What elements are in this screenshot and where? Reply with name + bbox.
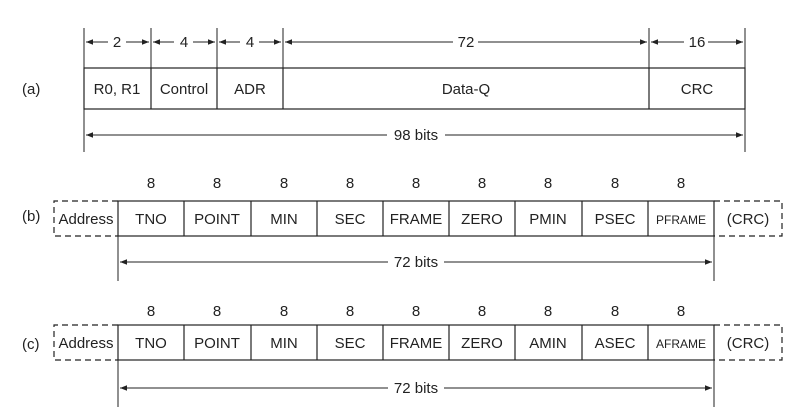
row-a: (a) 2 4 4 72 16 <box>22 28 746 152</box>
row-a-label: (a) <box>22 81 40 98</box>
field-crc: CRC <box>681 81 714 98</box>
row-c: (c) 8 8 8 8 8 8 8 8 8 Address <box>22 303 783 407</box>
row-b-boxes <box>117 200 715 237</box>
row-c-crc: (CRC) <box>727 335 770 352</box>
bits-min: 8 <box>280 303 288 320</box>
row-b-crc: (CRC) <box>727 211 770 228</box>
bits-zero: 8 <box>478 175 486 192</box>
width-adr: 4 <box>246 34 254 51</box>
field-min: MIN <box>270 211 298 228</box>
field-r0-r1: R0, R1 <box>94 81 141 98</box>
field-control: Control <box>160 81 208 98</box>
field-zero: ZERO <box>461 335 503 352</box>
field-tno: TNO <box>135 211 167 228</box>
row-b-address: Address <box>58 211 113 228</box>
width-crc: 16 <box>689 34 706 51</box>
bits-aframe: 8 <box>677 303 685 320</box>
width-r0r1: 2 <box>113 34 121 51</box>
row-a-boxes <box>83 67 746 110</box>
field-pframe: PFRAME <box>656 213 706 227</box>
row-a-total-arrow <box>83 109 746 152</box>
field-min: MIN <box>270 335 298 352</box>
row-a-widths: 2 4 4 72 16 <box>113 34 706 51</box>
bits-amin: 8 <box>544 303 552 320</box>
field-data-q: Data-Q <box>442 81 490 98</box>
row-a-ticks <box>83 28 746 68</box>
bits-pframe: 8 <box>677 175 685 192</box>
row-b-bit-widths: 8 8 8 8 8 8 8 8 8 <box>147 175 685 192</box>
row-c-fields: TNO POINT MIN SEC FRAME ZERO AMIN ASEC A… <box>135 335 706 352</box>
field-adr: ADR <box>234 81 266 98</box>
field-aframe: AFRAME <box>656 337 706 351</box>
bits-tno: 8 <box>147 303 155 320</box>
row-c-dashed-boxes <box>53 324 783 361</box>
row-b-dashed-boxes <box>53 200 783 237</box>
field-pmin: PMIN <box>529 211 567 228</box>
bits-point: 8 <box>213 303 221 320</box>
bits-tno: 8 <box>147 175 155 192</box>
field-psec: PSEC <box>595 211 636 228</box>
field-tno: TNO <box>135 335 167 352</box>
row-c-address: Address <box>58 335 113 352</box>
row-b-total: 72 bits <box>394 254 438 271</box>
row-a-total: 98 bits <box>394 127 438 144</box>
bits-sec: 8 <box>346 303 354 320</box>
row-b: (b) 8 8 8 8 8 8 8 8 8 Ad <box>22 175 783 281</box>
bits-psec: 8 <box>611 175 619 192</box>
row-c-label: (c) <box>22 336 40 353</box>
row-c-total-arrow <box>117 360 715 407</box>
row-c-bit-widths: 8 8 8 8 8 8 8 8 8 <box>147 303 685 320</box>
field-frame: FRAME <box>390 335 443 352</box>
row-c-boxes <box>117 324 715 361</box>
bits-sec: 8 <box>346 175 354 192</box>
field-zero: ZERO <box>461 211 503 228</box>
bits-asec: 8 <box>611 303 619 320</box>
row-b-label: (b) <box>22 208 40 225</box>
row-b-total-arrow <box>117 236 715 281</box>
row-c-total: 72 bits <box>394 380 438 397</box>
bits-min: 8 <box>280 175 288 192</box>
field-sec: SEC <box>335 335 366 352</box>
field-amin: AMIN <box>529 335 567 352</box>
bits-frame: 8 <box>412 175 420 192</box>
bits-zero: 8 <box>478 303 486 320</box>
bits-frame: 8 <box>412 303 420 320</box>
field-asec: ASEC <box>595 335 636 352</box>
width-data-q: 72 <box>458 34 475 51</box>
field-frame: FRAME <box>390 211 443 228</box>
width-control: 4 <box>180 34 188 51</box>
field-sec: SEC <box>335 211 366 228</box>
bits-point: 8 <box>213 175 221 192</box>
field-point: POINT <box>194 335 240 352</box>
row-b-fields: TNO POINT MIN SEC FRAME ZERO PMIN PSEC P… <box>135 211 706 228</box>
row-a-fields: R0, R1 Control ADR Data-Q CRC <box>94 81 714 98</box>
bits-pmin: 8 <box>544 175 552 192</box>
field-point: POINT <box>194 211 240 228</box>
